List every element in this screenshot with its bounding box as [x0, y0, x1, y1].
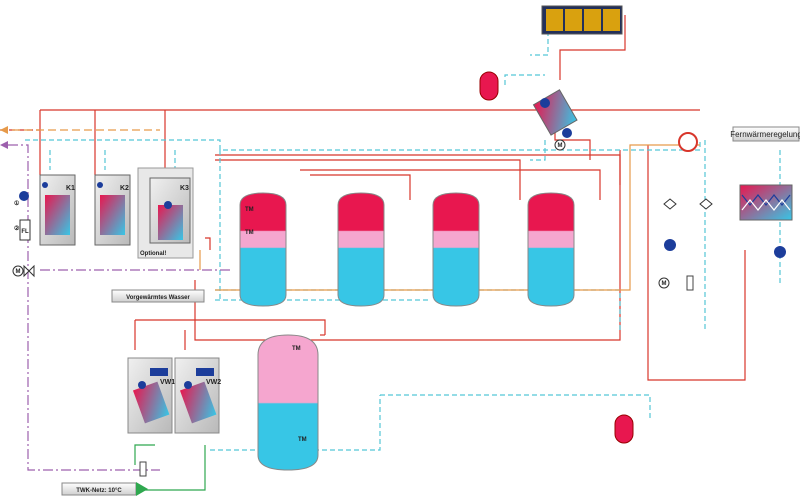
valve-icon	[699, 198, 713, 210]
heat-exchanger-icon	[179, 381, 217, 424]
buffer-tank-2	[337, 192, 385, 307]
heat-exchanger-vw1: VW1	[127, 357, 175, 434]
aux-lines	[0, 129, 700, 491]
pump-icon	[164, 201, 172, 209]
preheated-water-label: Vorgewärmtes Wasser	[126, 295, 190, 301]
pump-icon	[540, 98, 550, 108]
tank-tag: TM	[292, 346, 301, 352]
district-heating-circuit: M	[658, 132, 713, 291]
outlet-arrows	[0, 126, 8, 149]
arrow-icon	[136, 482, 148, 496]
left-indicators: ① ② FL M	[12, 191, 35, 278]
expansion-vessel-icon	[479, 71, 499, 101]
tank-tag: TM	[245, 207, 254, 213]
motor-valve-icon	[12, 265, 24, 277]
flow-meter-label: FL	[21, 229, 29, 235]
tank-tag: TM	[245, 230, 254, 236]
valve-icon	[663, 198, 677, 210]
motor-valve-icon	[554, 139, 566, 151]
heat-exchanger-icon	[132, 381, 170, 424]
valve-icon	[23, 264, 35, 278]
buffer-tank-1: TM TM	[239, 192, 287, 307]
pump-icon	[97, 182, 103, 188]
pump-icon	[42, 182, 48, 188]
network-inlet: TWK-Netz: 10°C	[61, 461, 148, 496]
pump-icon	[19, 191, 29, 201]
arrow-icon	[0, 141, 8, 149]
arrow-icon	[0, 126, 8, 134]
boiler-k3-label: K3	[180, 185, 189, 192]
optional-label: Optional!	[140, 251, 166, 257]
fernwaerme-control: Fernwärmeregelung	[730, 126, 800, 258]
indicator-1: ①	[14, 200, 20, 207]
pump-icon	[138, 381, 146, 389]
indicator-2: ②	[14, 225, 20, 232]
motor-label: M	[558, 143, 563, 149]
expansion-vessel-icon	[614, 414, 634, 444]
motor-label-right: M	[662, 281, 667, 287]
buffer-tank-4	[527, 192, 575, 307]
pump-icon	[562, 128, 572, 138]
header-box-label: Fernwärmeregelung	[730, 130, 800, 139]
motor-valve-icon	[658, 277, 670, 289]
expansion-vessel-top	[479, 71, 499, 101]
boiler-k2-label: K2	[120, 185, 129, 192]
heat-exchanger-icon	[532, 89, 578, 136]
buffer-tank-3	[432, 192, 480, 307]
pump-icon	[184, 381, 192, 389]
heat-exchanger-icon	[45, 195, 70, 235]
expansion-vessel-bottom	[614, 414, 634, 444]
solar-collector-icon	[541, 5, 623, 35]
heat-exchanger-vw2: VW2	[174, 357, 221, 434]
boiler-k1: K1	[39, 174, 76, 246]
vw2-label: VW2	[206, 379, 221, 386]
heat-exchanger-icon	[158, 205, 183, 240]
solar-collector	[541, 5, 623, 35]
vw1-label: VW1	[160, 379, 175, 386]
motor-label-left: M	[16, 269, 21, 275]
solar-heat-exchanger: M	[532, 89, 578, 151]
pump-icon	[774, 246, 786, 258]
network-label: TWK-Netz: 10°C	[76, 488, 122, 494]
heat-exchanger-icon	[100, 195, 125, 235]
boiler-k1-label: K1	[66, 185, 75, 192]
pump-icon	[664, 239, 676, 251]
boiler-k2: K2	[94, 174, 131, 246]
tank-tag: TM	[298, 437, 307, 443]
preheated-water-box: Vorgewärmtes Wasser	[111, 289, 205, 303]
supply-lines	[0, 15, 746, 381]
dhw-tank: TM TM	[257, 334, 319, 471]
boiler-k3: K3 Optional!	[137, 167, 194, 259]
